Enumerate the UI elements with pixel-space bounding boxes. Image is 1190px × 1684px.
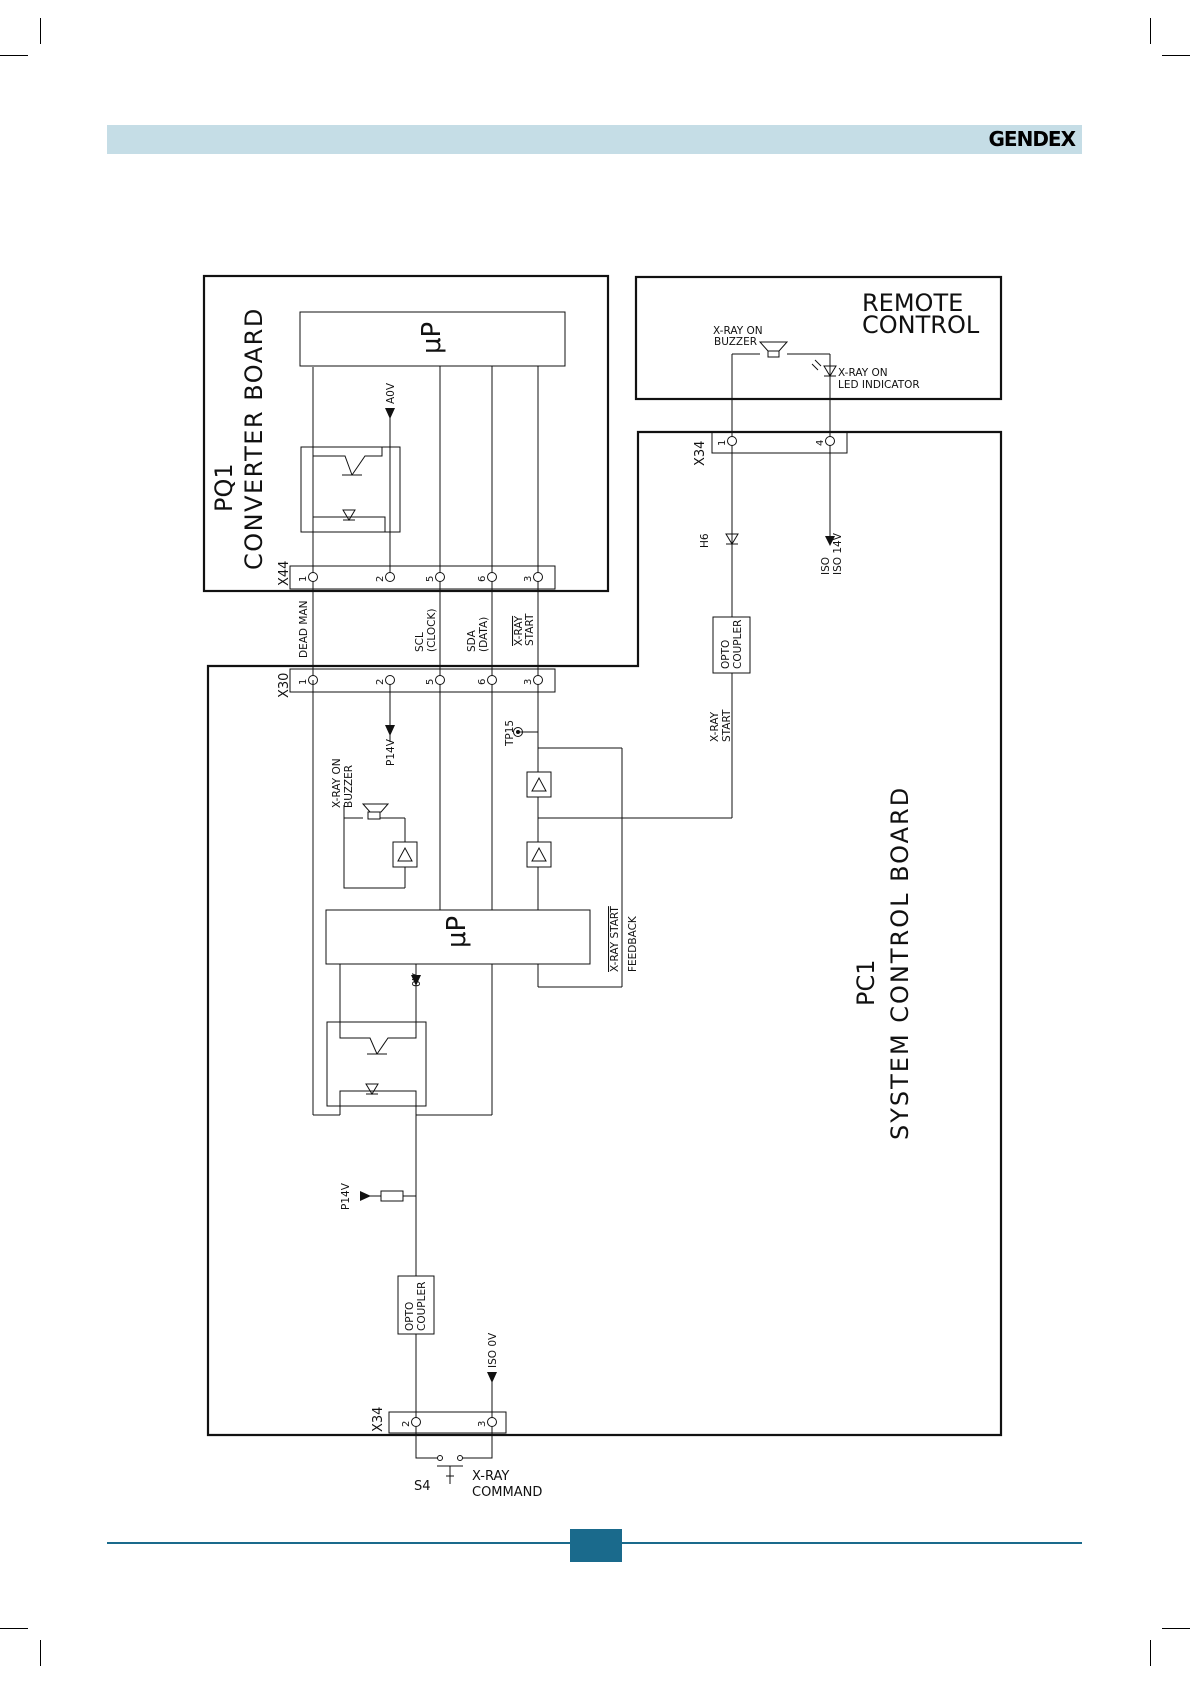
- pq1-microprocessor-box: [299, 311, 566, 367]
- iso14v-label: ISO 14V: [832, 532, 844, 575]
- x44-connector-strip: [289, 565, 556, 590]
- buzzer-driver: [392, 841, 418, 868]
- pin-number: 2: [401, 1421, 412, 1427]
- opto-label-lower-1: OPTO: [404, 1302, 416, 1331]
- gendex-logo: GENDEX: [988, 127, 1076, 151]
- pc1-opto-block: [326, 1021, 427, 1107]
- sda-label: SDA: [466, 629, 478, 652]
- zero-v-label: 0V: [411, 972, 423, 987]
- x30-label: X30: [277, 673, 292, 698]
- x34-top-label: X34: [693, 441, 708, 466]
- buffer-upper: [526, 771, 552, 798]
- remote-title-line2: CONTROL: [862, 311, 980, 339]
- p14v-arrow: [385, 725, 395, 736]
- crop-mark: [40, 18, 41, 44]
- crop-mark: [1150, 1640, 1151, 1666]
- pin-number: 2: [375, 576, 386, 582]
- pin-number: 1: [298, 679, 309, 685]
- xray-on-buzzer-label-1: X-RAY ON: [331, 758, 343, 808]
- x34-top-connector-strip: [711, 431, 848, 454]
- pin-number: 1: [298, 576, 309, 582]
- pc1-subtitle: SYSTEM CONTROL BOARD: [886, 786, 914, 1140]
- scl-clock-label: (CLOCK): [426, 609, 438, 652]
- remote-title-line1: REMOTE: [862, 289, 963, 317]
- x44-label: X44: [277, 561, 292, 586]
- pq1-title: PQ1: [210, 463, 238, 512]
- dead-man-label: DEAD MAN: [298, 601, 310, 658]
- xray-start-label-2: START: [524, 613, 536, 646]
- crop-mark: [0, 55, 28, 56]
- pq1-opto-block: [300, 446, 401, 533]
- remote-led-label-1: X-RAY ON: [838, 367, 888, 379]
- remote-buzzer-label-1: X-RAY ON: [713, 325, 763, 337]
- xray-start-feedback-1: X-RAY START: [609, 906, 621, 972]
- pin-number: 4: [815, 440, 826, 446]
- pin-number: 3: [523, 679, 534, 685]
- crop-mark: [0, 1628, 28, 1629]
- crop-mark: [40, 1640, 41, 1666]
- xray-start-label-1: X-RAY: [513, 615, 525, 646]
- xray-on-buzzer-label-2: BUZZER: [343, 765, 355, 808]
- opto-label-right-1: OPTO: [720, 640, 732, 669]
- remote-led-label-2: LED INDICATOR: [838, 379, 920, 391]
- pin-number: 2: [375, 679, 386, 685]
- remote-buzzer-label-2: BUZZER: [714, 336, 757, 348]
- pin-number: 3: [477, 1421, 488, 1427]
- pin-number: 1: [717, 440, 728, 446]
- tp15-label: TP15: [504, 720, 516, 747]
- pc1-up-label: μP: [442, 916, 472, 948]
- pc1-title: PC1: [852, 960, 880, 1007]
- p14v-lower-label: P14V: [340, 1182, 352, 1210]
- opto-label-lower-2: COUPLER: [416, 1282, 428, 1331]
- a0v-label: A0V: [385, 382, 397, 404]
- xray-command-label-2: COMMAND: [472, 1485, 542, 1500]
- zero-v-arrow: [411, 975, 421, 986]
- xray-start-feedback-2: FEEDBACK: [627, 915, 639, 972]
- x34-bottom-connector-strip: [388, 1411, 507, 1434]
- opto-label-right-2: COUPLER: [732, 620, 744, 669]
- scl-label: SCL: [414, 632, 426, 652]
- buffer-lower: [526, 841, 552, 868]
- iso-label: ISO: [820, 557, 832, 575]
- pq1-up-label: μP: [417, 322, 447, 354]
- x34-bottom-label: X34: [371, 1407, 386, 1432]
- xray-start-right-2: START: [721, 709, 733, 742]
- pc1-board-outline: [206, 430, 1003, 1437]
- xray-start-right-1: X-RAY: [709, 711, 721, 742]
- pin-number: 6: [477, 679, 488, 685]
- a0v-arrow: [385, 408, 395, 419]
- h6-label: H6: [699, 533, 711, 548]
- iso14v-arrow: [825, 536, 835, 546]
- opto-coupler-lower: [397, 1275, 435, 1335]
- page-number-tab: [570, 1529, 622, 1562]
- s4-label: S4: [414, 1479, 431, 1494]
- xray-command-label-1: X-RAY: [472, 1469, 509, 1484]
- sda-data-label: (DATA): [478, 617, 490, 652]
- pin-number: 6: [477, 576, 488, 582]
- iso0v-label: ISO 0V: [487, 1332, 499, 1368]
- remote-control-box: [634, 275, 1003, 401]
- pq1-board-box: [202, 274, 610, 593]
- pc1-microprocessor-box: [325, 909, 591, 965]
- x30-connector-strip: [289, 668, 556, 693]
- p14v-label: P14V: [385, 738, 397, 766]
- iso0v-arrow: [487, 1372, 497, 1383]
- pin-number: 3: [523, 576, 534, 582]
- p14v-lower-arrow: [360, 1191, 371, 1201]
- pin-number: 5: [425, 679, 436, 685]
- crop-mark: [1162, 1628, 1190, 1629]
- header-band: [107, 125, 1082, 154]
- crop-mark: [1150, 18, 1151, 44]
- crop-mark: [1162, 55, 1190, 56]
- pin-number: 5: [425, 576, 436, 582]
- pq1-subtitle: CONVERTER BOARD: [240, 307, 268, 570]
